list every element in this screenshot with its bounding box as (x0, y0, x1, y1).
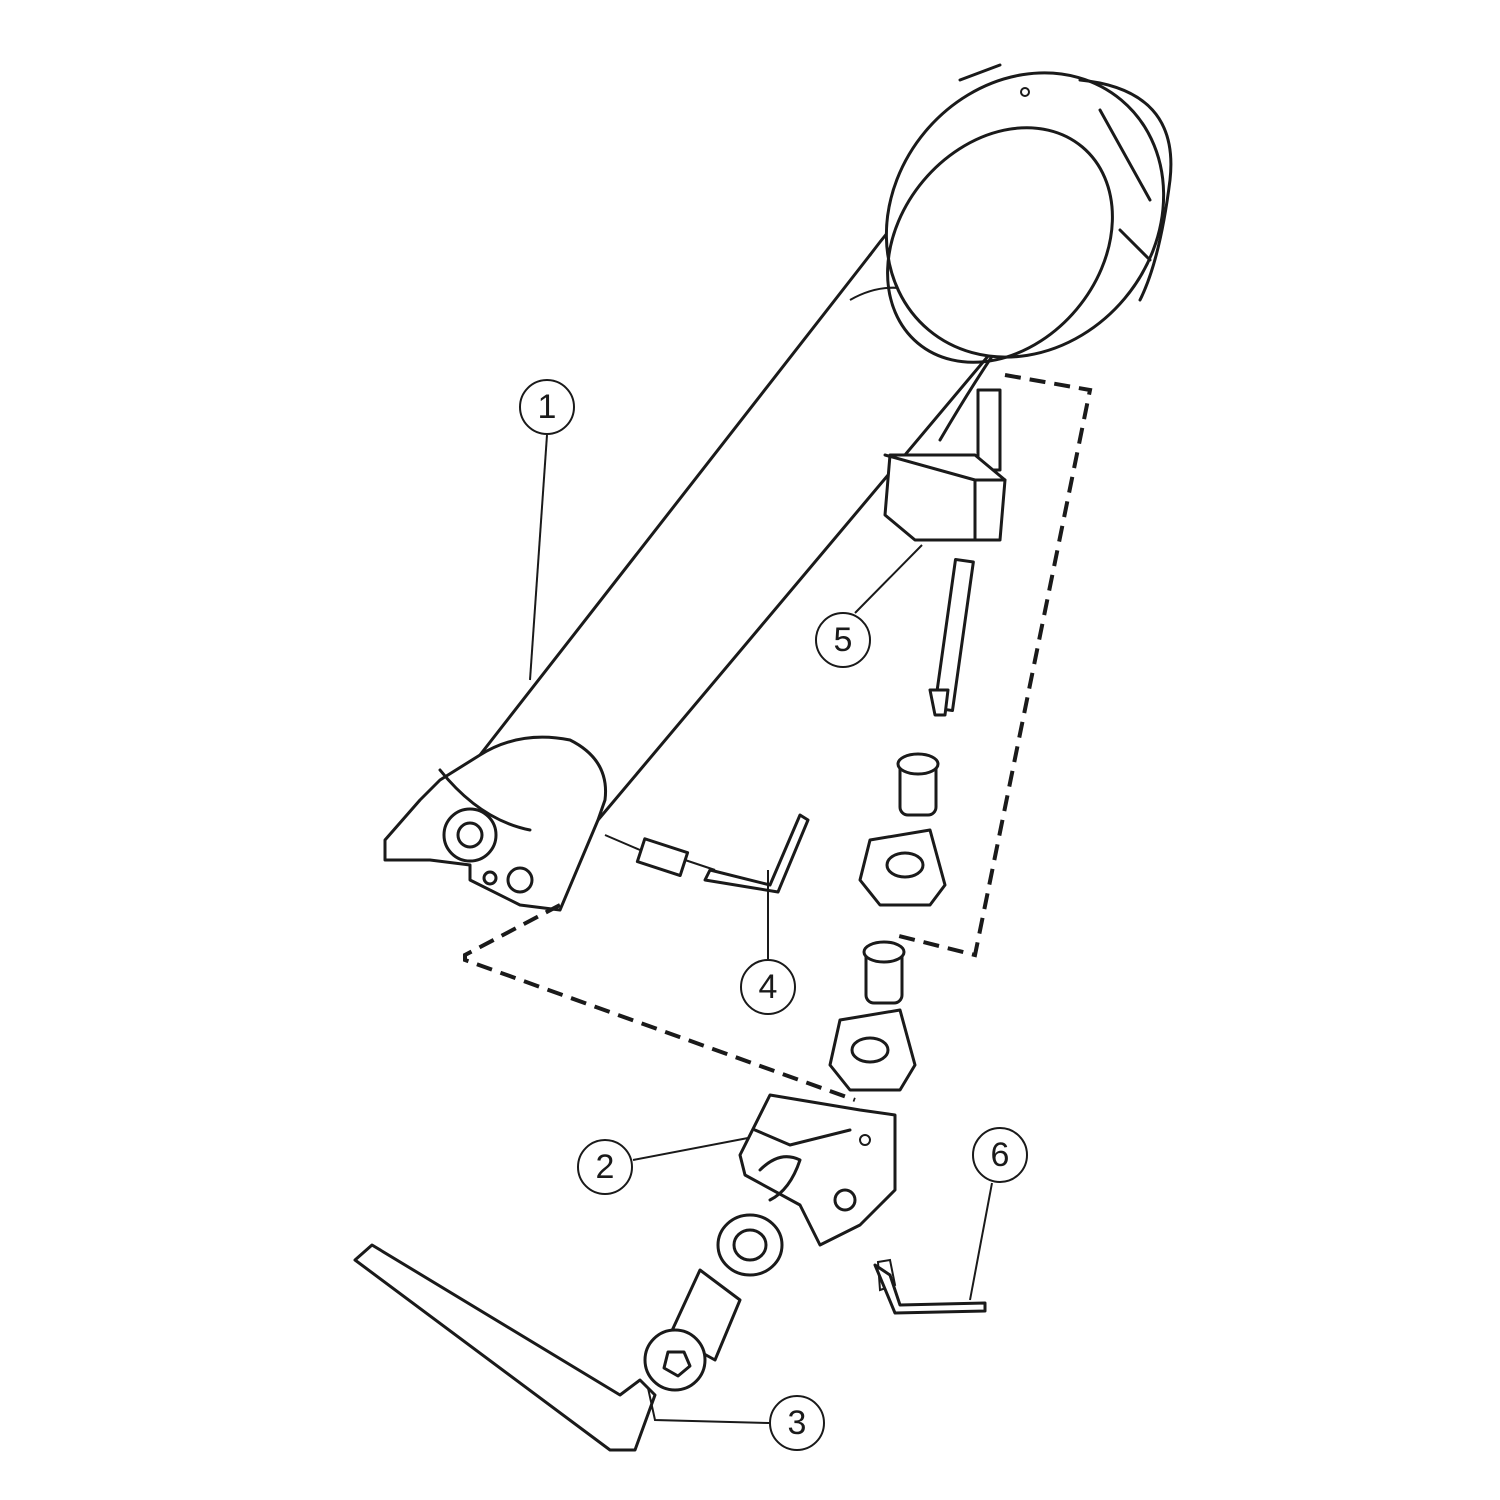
part-6-key (873, 1263, 987, 1315)
part-5-torque-key (883, 388, 1007, 717)
part-2-cartridge (738, 1093, 897, 1247)
callout-4: 4 (740, 959, 796, 1015)
leader-lines (529, 434, 993, 1424)
alignment-line-1 (463, 903, 856, 1102)
callout-3: 3 (769, 1395, 825, 1451)
callout-5: 5 (815, 612, 871, 668)
part-3-screw-and-key (353, 1213, 897, 1452)
tool-body (383, 63, 1173, 912)
callout-2: 2 (577, 1139, 633, 1195)
alignment-line-2 (894, 373, 1093, 958)
screws-and-shims (828, 752, 947, 1092)
part-4-screw-and-key (604, 813, 810, 894)
callout-1: 1 (519, 379, 575, 435)
callout-6: 6 (972, 1127, 1028, 1183)
